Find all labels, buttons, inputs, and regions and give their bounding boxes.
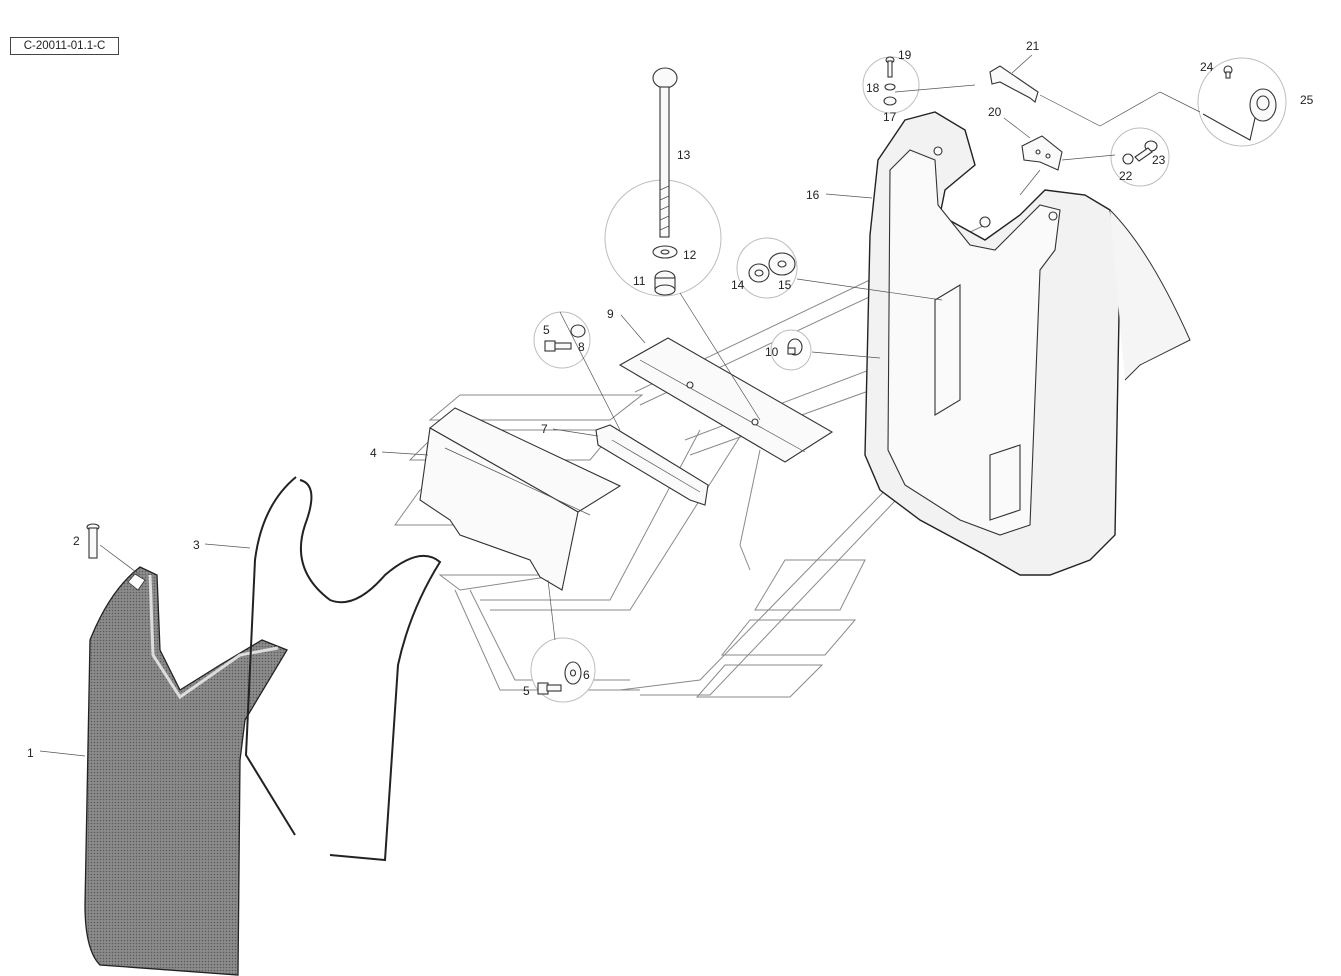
part-washer-22 [1122,153,1134,165]
part-washer-18 [884,83,896,91]
part-bushing-11 [654,270,676,296]
callout-5-upper: 5 [543,323,550,337]
callout-14: 14 [731,278,745,292]
callout-1: 1 [27,746,34,760]
part-mounting-plate-9 [618,337,834,463]
part-bracket-7 [595,424,709,506]
part-housing-16 [864,111,1191,576]
callout-17: 17 [883,110,897,124]
callout-4: 4 [370,446,377,460]
callout-10: 10 [765,345,779,359]
part-bolt-23 [1134,140,1158,162]
part-clip-21 [989,65,1039,103]
part-grommet-14 [748,263,770,283]
callout-13: 13 [677,148,691,162]
callout-18: 18 [866,81,880,95]
callout-5-lower: 5 [523,684,530,698]
part-washer-8 [570,324,586,338]
callout-2: 2 [73,534,80,548]
part-screw-24 [1223,65,1233,79]
callout-8: 8 [578,340,585,354]
part-grommet-15 [768,252,796,276]
callout-11: 11 [633,274,646,288]
callout-leaders [39,54,1033,757]
part-bolt-2 [86,523,100,559]
part-cover-plate [419,407,622,591]
callout-12: 12 [683,248,697,262]
part-bolt-5-lower [537,682,562,695]
part-washer-12 [652,245,678,259]
callout-23: 23 [1152,153,1166,167]
callout-7: 7 [541,422,548,436]
callout-16: 16 [806,188,820,202]
callout-25: 25 [1300,93,1314,107]
callout-9: 9 [607,307,614,321]
part-plug-10 [787,338,803,356]
callout-3: 3 [193,538,200,552]
part-washer-6 [564,661,582,685]
callout-15: 15 [778,278,792,292]
callout-6: 6 [583,668,590,682]
assembly-lines [547,84,1201,641]
part-cable-lock-25 [1202,88,1277,141]
part-nut-17 [883,96,897,106]
part-seal-strip [244,476,442,862]
phantom-outline [394,224,991,698]
callout-19: 19 [898,48,912,62]
callout-20: 20 [988,105,1002,119]
part-bolt-5-upper [544,340,572,352]
callout-22: 22 [1119,169,1133,183]
callout-labels: 1 2 3 4 5 5 6 7 8 9 10 11 12 13 14 15 16… [27,39,1314,760]
part-bolt-13 [652,67,678,238]
part-screw-19 [885,56,895,78]
part-mat [84,566,288,976]
reference-code-label: C-20011-01.1-C [10,37,119,55]
part-clip-20 [1021,135,1063,171]
callout-24: 24 [1200,60,1214,74]
callout-21: 21 [1026,39,1040,53]
